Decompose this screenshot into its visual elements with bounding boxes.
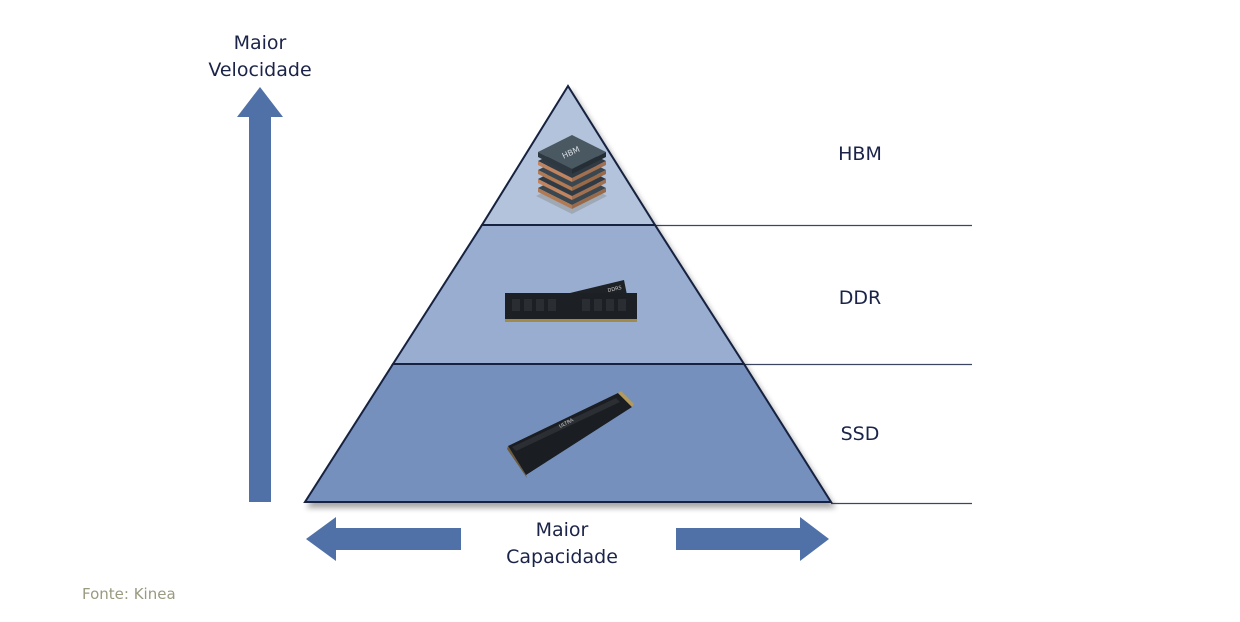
right-arrow-icon [676,517,829,561]
ddr-module-image: DDR5 [505,280,637,322]
capacity-axis-label-line2: Capacidade [506,546,618,568]
speed-axis-label-line2: Velocidade [208,59,311,81]
capacity-axis-label-line1: Maior [536,519,589,541]
hbm-chip-image: HBM [536,135,607,214]
tier-label-ssd: SSD [841,423,880,445]
speed-axis-label-line1: Maior [234,32,287,54]
tier-label-hbm: HBM [838,143,882,165]
up-arrow-icon [237,87,283,502]
tier-label-ddr: DDR [839,287,881,309]
svg-text:DDR5: DDR5 [607,285,622,294]
left-arrow-icon [306,517,461,561]
source-caption: Fonte: Kinea [82,585,176,603]
ssd-image: ULTRA [507,391,634,478]
